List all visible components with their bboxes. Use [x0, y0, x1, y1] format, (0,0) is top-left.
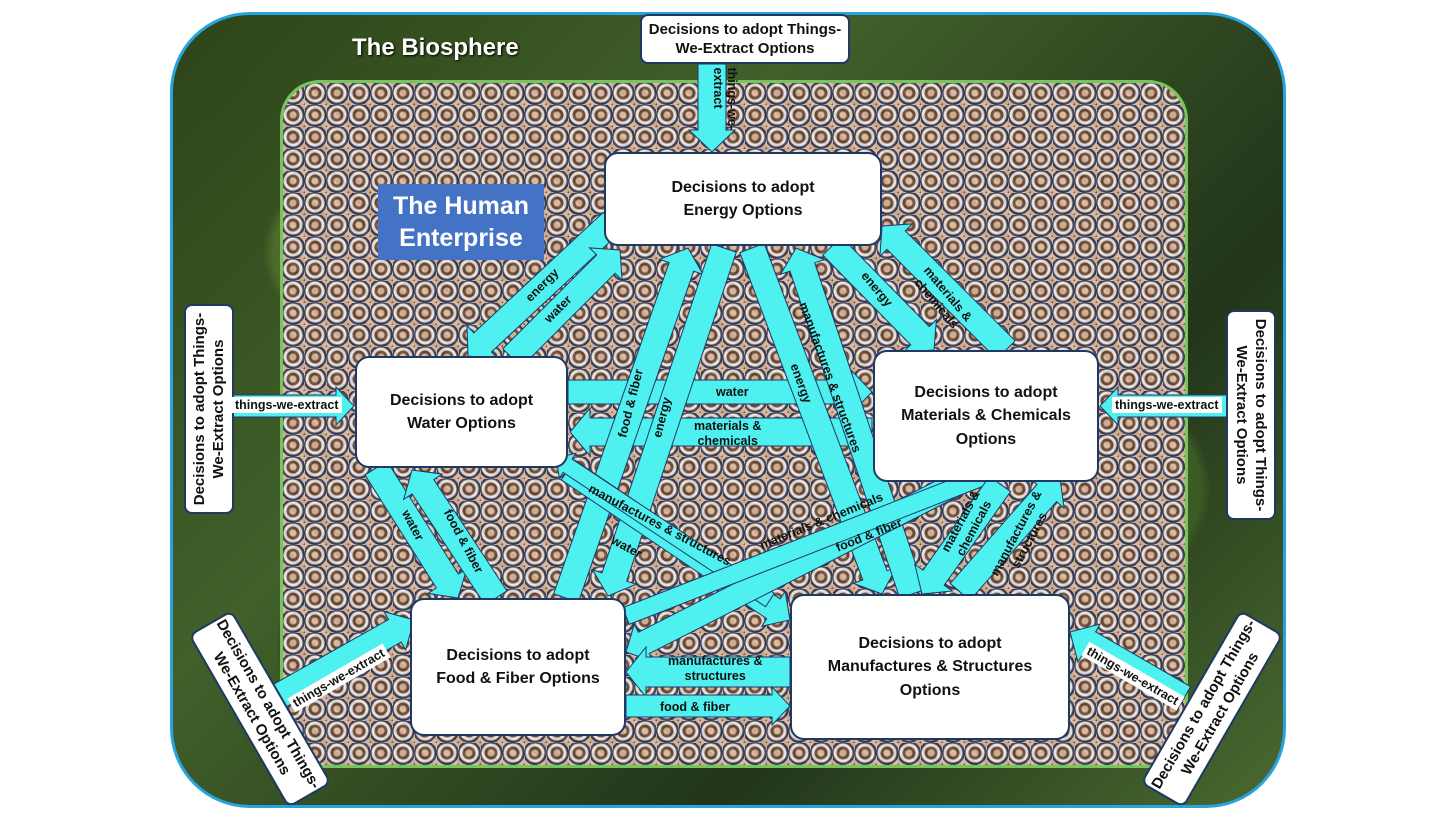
arrow-food-to-manufactures [625, 685, 791, 727]
arrow-energy-to-materials [821, 236, 938, 353]
extract-label-left: things-we-extract [232, 397, 342, 413]
arrow-manufactures-to-food [625, 645, 791, 699]
flow-label-water-to-materials: water [716, 385, 749, 399]
arrow-extract-top [687, 63, 737, 153]
arrow-materials-to-manufactures [913, 475, 1012, 595]
arrow-extract-bottom-left [264, 610, 415, 712]
biosphere-title: The Biosphere [352, 34, 519, 61]
extract-box-top: Decisions to adopt Things- We-Extract Op… [640, 14, 850, 64]
energy-options-box: Decisions to adopt Energy Options [604, 152, 882, 246]
water-options-box: Decisions to adopt Water Options [355, 356, 568, 468]
arrow-food-to-water [402, 469, 508, 606]
flow-label-manufactures-to-food: manufactures & structures [668, 654, 763, 683]
extract-label-right: things-we-extract [1112, 397, 1222, 413]
arrow-water-to-food [364, 460, 468, 599]
arrow-materials-to-energy [879, 223, 1016, 360]
flow-label-materials-to-water: materials & chemicals [694, 419, 762, 448]
arrow-water-to-energy [502, 247, 623, 368]
extract-box-right: Decisions to adopt Things- We-Extract Op… [1226, 310, 1276, 520]
extract-label-top: things-we- extract [711, 67, 739, 131]
arrow-energy-to-manufactures [739, 242, 898, 595]
arrow-food-to-energy [553, 247, 705, 603]
extract-box-left: Decisions to adopt Things- We-Extract Op… [184, 304, 234, 514]
flow-label-food-to-manufactures: food & fiber [660, 700, 731, 714]
manufactures-structures-options-box: Decisions to adopt Manufactures & Struct… [790, 594, 1070, 740]
materials-chemicals-options-box: Decisions to adopt Materials & Chemicals… [873, 350, 1099, 482]
human-enterprise-title: The Human Enterprise [378, 184, 544, 260]
food-fiber-options-box: Decisions to adopt Food & Fiber Options [410, 598, 626, 736]
